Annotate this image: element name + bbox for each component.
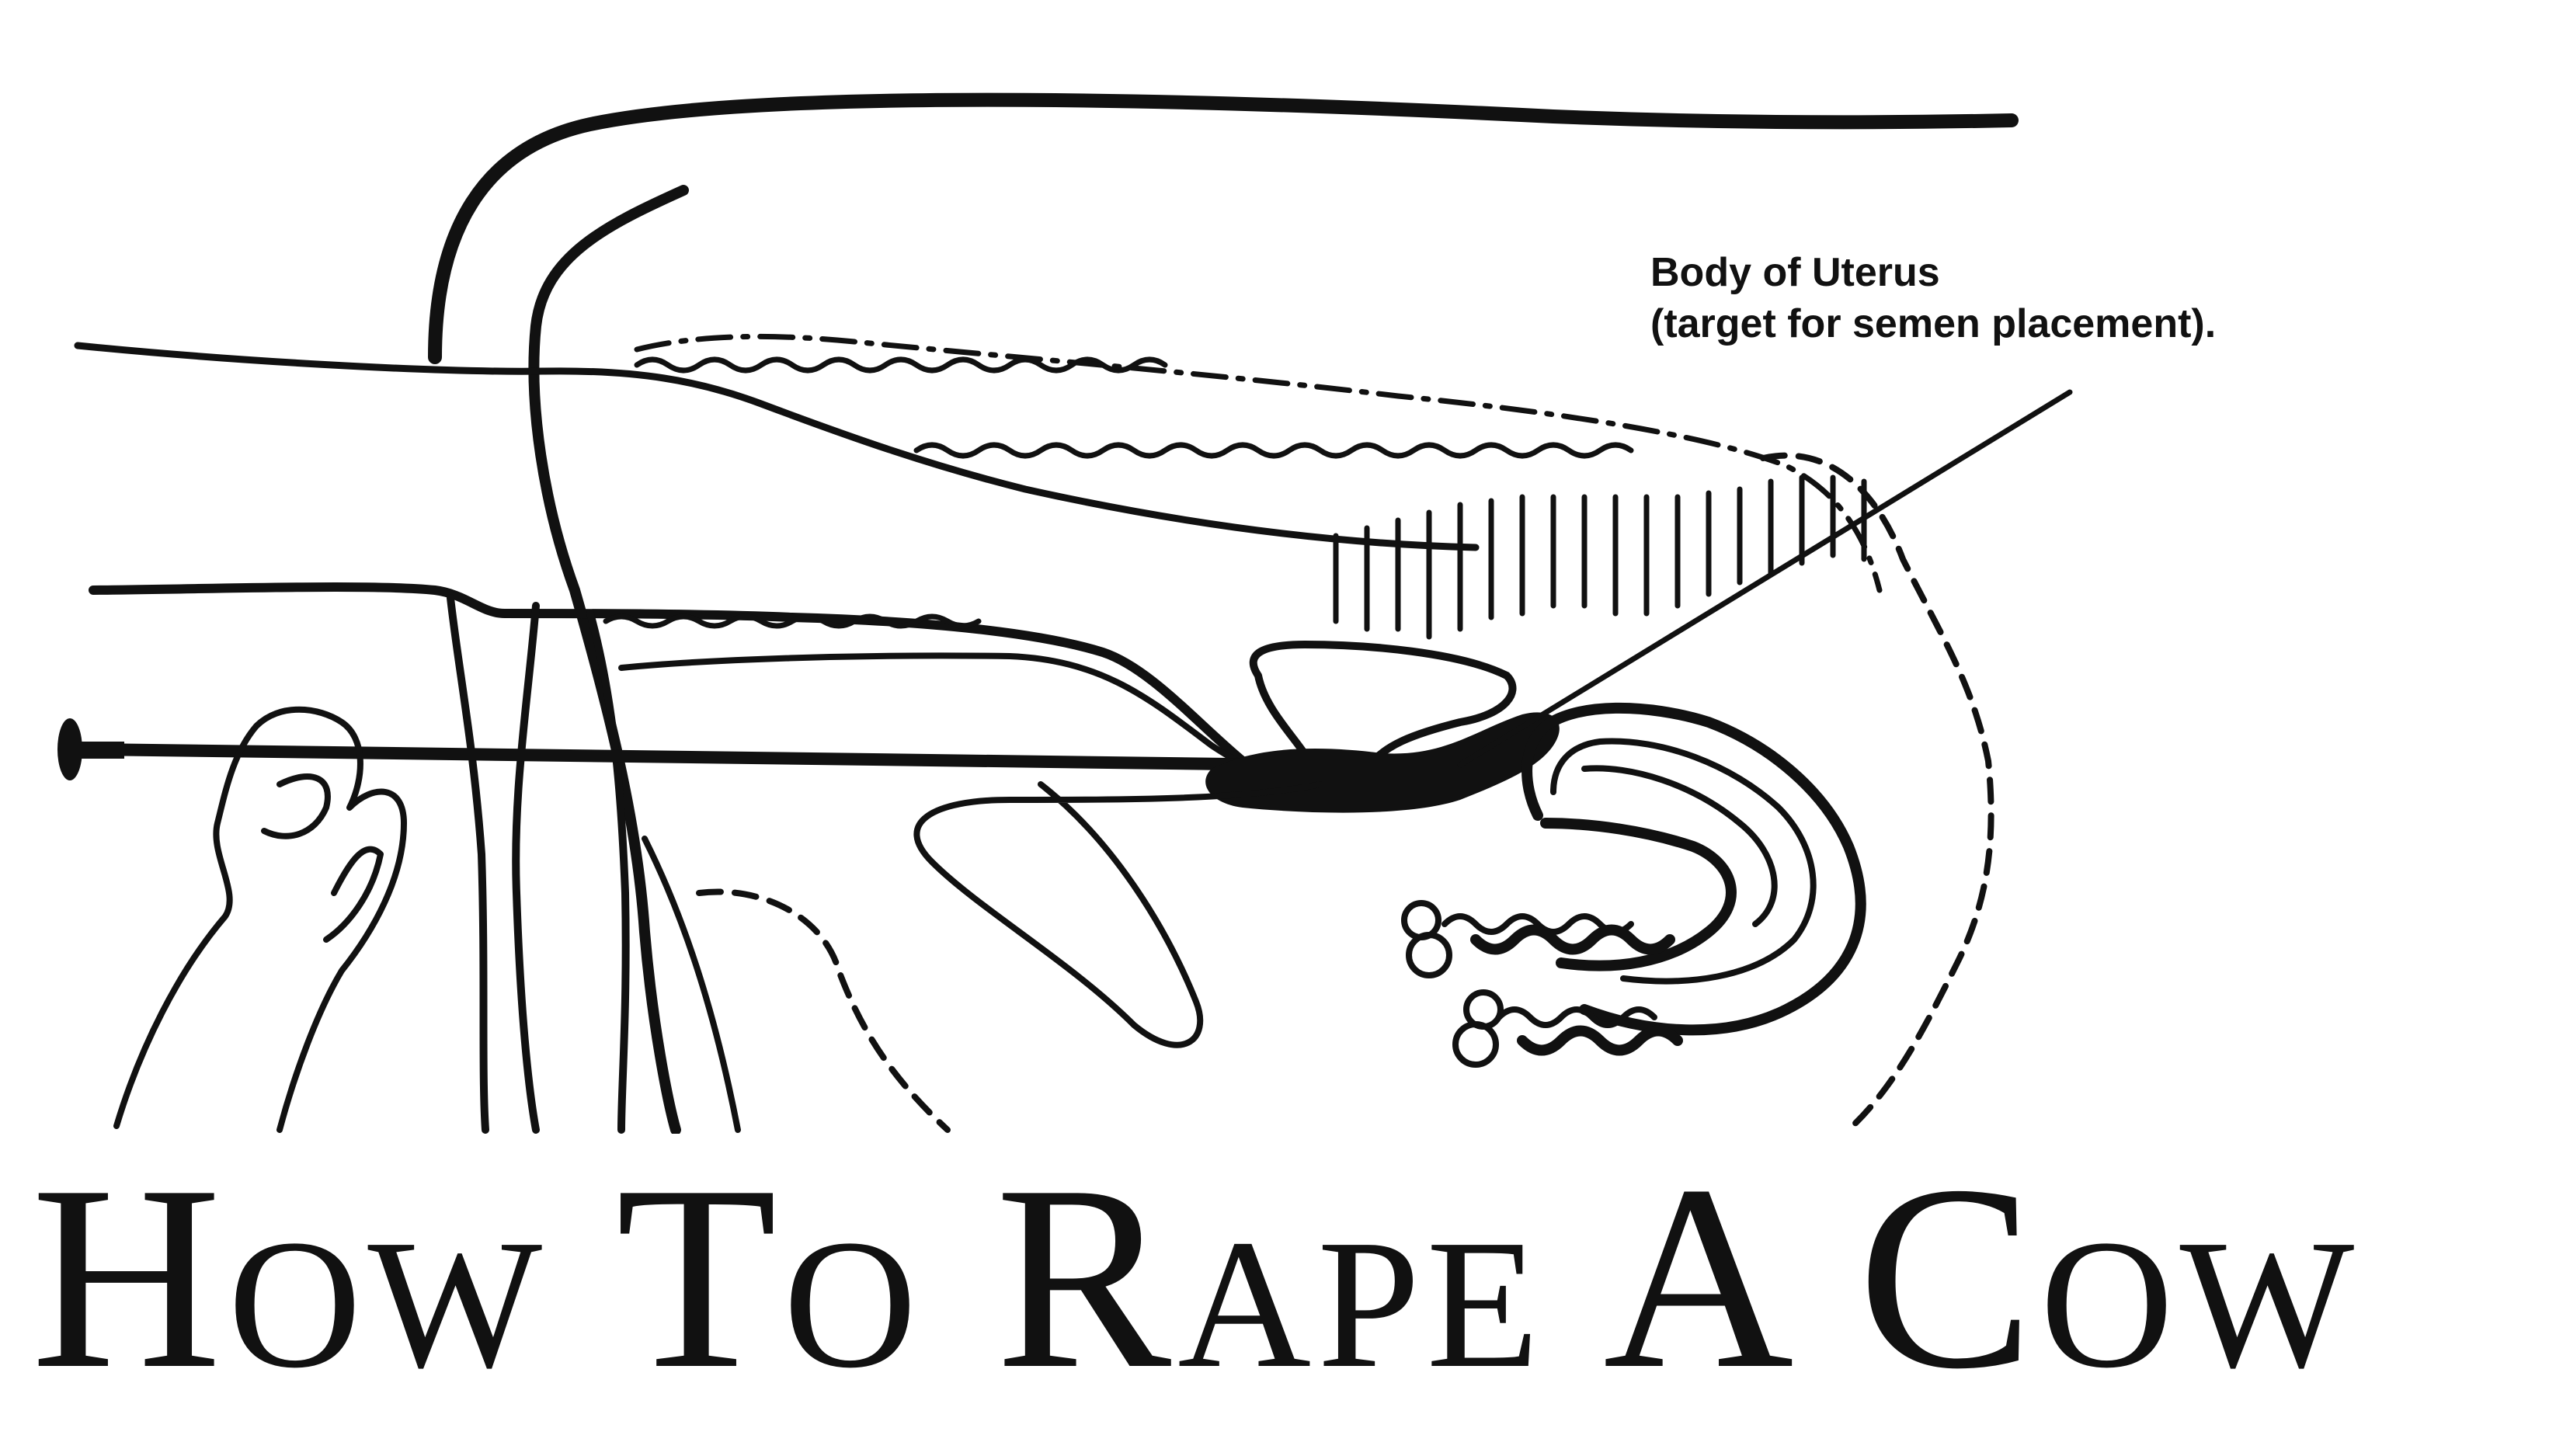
muscle-striations	[1333, 474, 1867, 640]
page-title: How To Rape A Cow	[31, 1131, 2361, 1423]
lower-arm-outline	[89, 582, 1247, 766]
ovary-right	[1452, 989, 1683, 1068]
vulva-line-1	[447, 594, 489, 1134]
uterine-horn	[1521, 702, 1866, 1036]
upper-arm-outline	[74, 342, 1480, 551]
hand-finger	[323, 846, 384, 943]
hand-thumb	[261, 773, 331, 839]
dashed-outline-1	[696, 888, 951, 1133]
vulva-line-3	[586, 610, 630, 1134]
dashdot-outline	[634, 333, 1883, 593]
ovary-left	[1401, 900, 1675, 978]
vulva-line-2	[512, 602, 540, 1134]
vagina-line	[642, 836, 741, 1133]
callout-pointer	[1457, 389, 2073, 768]
rectum-folds-middle	[913, 442, 1634, 459]
cervix-mass	[1205, 712, 1560, 813]
rectum-folds-lower	[603, 613, 982, 629]
tail-curve	[528, 185, 689, 1134]
dashed-outline-2	[1760, 452, 1994, 1133]
callout-line-2: (target for semen placement).	[1650, 301, 2217, 346]
uterus-callout-label: Body of Uterus (target for semen placeme…	[1650, 247, 2216, 349]
anatomy-line-drawing	[57, 92, 2073, 1134]
loop-outline	[913, 781, 1323, 1048]
rod-grip	[78, 742, 124, 759]
insemination-rod	[87, 743, 1295, 771]
hand-outline	[113, 706, 407, 1133]
callout-line-1: Body of Uterus	[1650, 250, 1940, 295]
body-top-outline	[428, 92, 2019, 364]
rod-handle	[57, 718, 82, 780]
